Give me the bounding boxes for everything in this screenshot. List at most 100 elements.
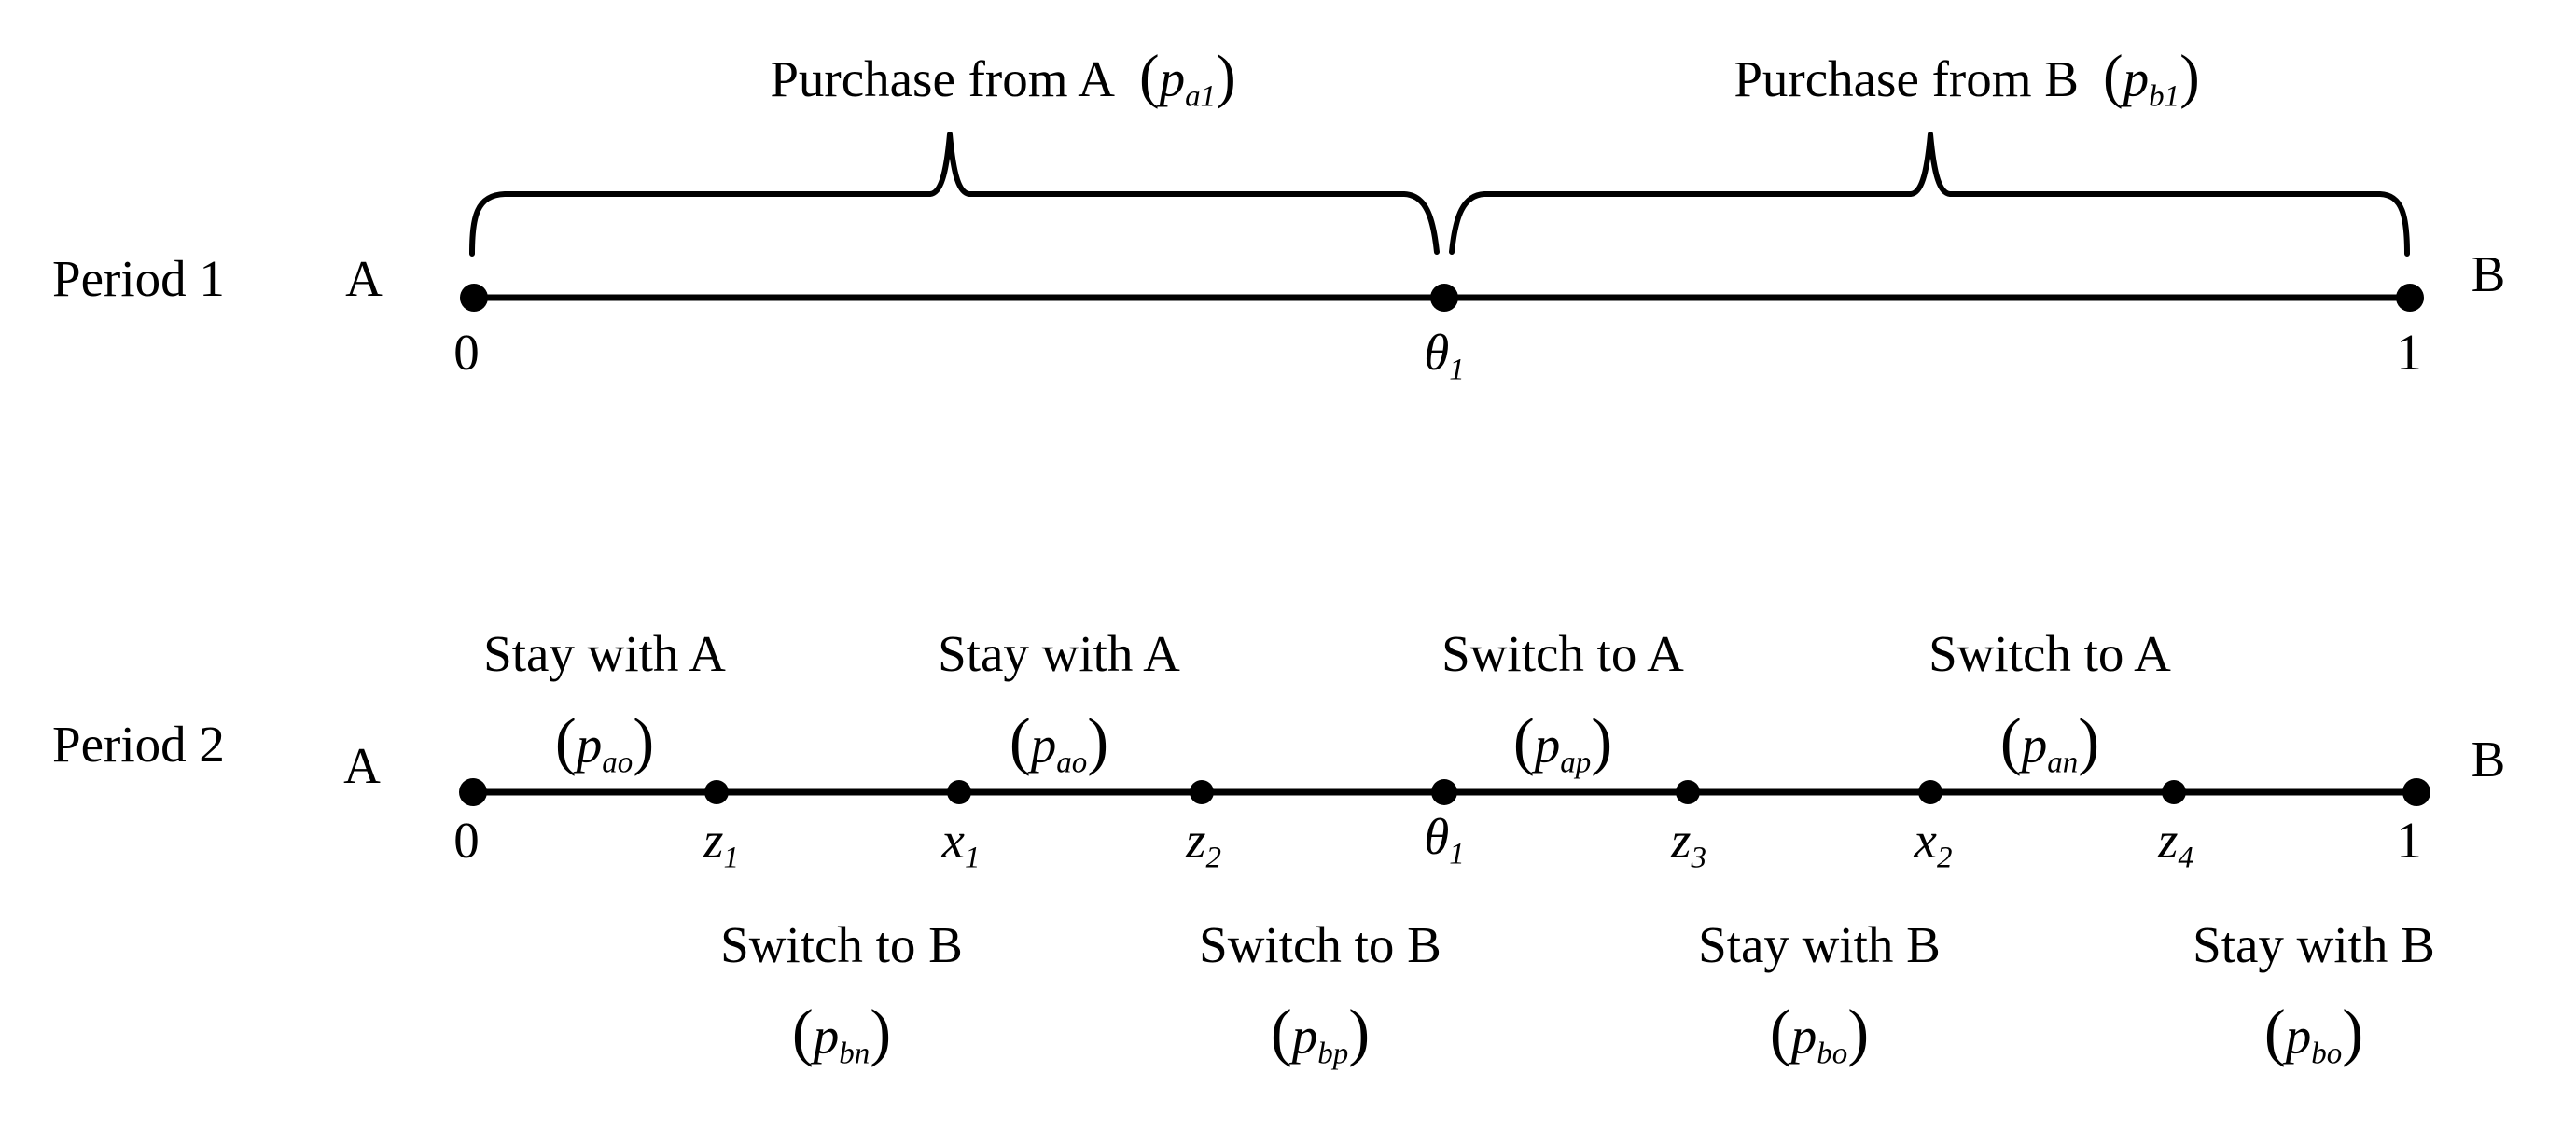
period1-purchase-from-a-label: Purchase from A (pa1) — [770, 41, 1235, 116]
open-paren: ( — [791, 996, 814, 1067]
price-var: p — [1159, 50, 1186, 107]
close-paren: ) — [870, 996, 892, 1067]
period1-purchase-from-b-label: Purchase from B(pb1) — [1734, 41, 2199, 116]
period2-point-z1 — [704, 780, 729, 804]
tick-var: θ — [1424, 324, 1450, 381]
open-paren: ( — [1512, 704, 1535, 776]
tick-subscript: 4 — [2178, 841, 2193, 875]
period2-tick-theta1: θ1 — [1424, 806, 1465, 873]
close-paren: ) — [633, 704, 655, 776]
open-paren: ( — [1769, 996, 1791, 1067]
tick-subscript: 1 — [1449, 353, 1465, 387]
open-paren: ( — [2263, 996, 2286, 1067]
price-subscript: ao — [602, 746, 634, 780]
price-subscript: bo — [2311, 1037, 2343, 1071]
label-text: Purchase from B — [1734, 50, 2079, 107]
period2-region-switch-b-1: Switch to B (pbn) — [720, 907, 963, 1080]
price-pao: (pao) — [1010, 705, 1108, 780]
tick-subscript: 2 — [1205, 841, 1221, 875]
close-paren: ) — [1847, 996, 1870, 1067]
period1-tick-1: 1 — [2396, 322, 2422, 389]
period1-firm-b-label: B — [2471, 245, 2506, 302]
period2-point-z2 — [1190, 780, 1214, 804]
price-subscript: bo — [1817, 1037, 1848, 1071]
period2-region-switch-a-1: Switch to A (pap) — [1441, 616, 1684, 789]
open-paren: ( — [2102, 43, 2123, 110]
period2-point-x1 — [947, 780, 971, 804]
period2-point-theta1 — [1431, 779, 1457, 805]
period2-region-stay-b-2: Stay with B (pbo) — [2193, 907, 2435, 1080]
period2-point-z4 — [2162, 780, 2186, 804]
tick-var: θ — [1424, 808, 1450, 865]
price-subscript: an — [2047, 746, 2079, 780]
close-paren: ) — [1216, 43, 1236, 110]
price-pbo: (pbo) — [1770, 997, 1869, 1071]
tick-var: z — [703, 812, 724, 869]
price-var: p — [1534, 716, 1561, 774]
period2-region-stay-b-1: Stay with B (pbo) — [1698, 907, 1941, 1080]
tick-var: z — [1186, 812, 1206, 869]
tick-var: 1 — [2396, 324, 2422, 381]
region-text: Stay with A — [483, 625, 726, 682]
region-text: Stay with A — [938, 625, 1180, 682]
price-pa1: (pa1) — [1139, 43, 1236, 114]
period1-tick-theta1: θ1 — [1424, 322, 1465, 389]
period2-point-z3 — [1676, 780, 1700, 804]
price-var: p — [813, 1007, 840, 1065]
tick-var: 0 — [453, 324, 480, 381]
close-paren: ) — [2179, 43, 2200, 110]
tick-var: 1 — [2396, 812, 2422, 869]
period1-firm-a-label: A — [345, 250, 383, 307]
tick-var: z — [1671, 812, 1692, 869]
price-pao: (pao) — [555, 705, 654, 780]
price-pbo: (pbo) — [2264, 997, 2363, 1071]
period1-point-1 — [2396, 284, 2424, 312]
period1-brace-purchase-from-b — [1449, 132, 2410, 257]
period2-region-stay-a-1: Stay with A (pao) — [483, 616, 726, 789]
period2-firm-b-label: B — [2471, 731, 2506, 788]
period1-point-theta1 — [1430, 284, 1458, 312]
close-paren: ) — [1348, 996, 1371, 1067]
price-var: p — [2021, 716, 2048, 774]
tick-subscript: 2 — [1936, 841, 1953, 875]
price-subscript: ao — [1056, 746, 1088, 780]
price-var: p — [1291, 1007, 1318, 1065]
price-var: p — [576, 716, 603, 774]
period1-point-0 — [460, 284, 488, 312]
tick-subscript: 1 — [1449, 837, 1465, 871]
price-var: p — [2285, 1007, 2312, 1065]
price-subscript: a1 — [1185, 79, 1217, 114]
period1-row-label: Period 1 — [52, 250, 225, 307]
region-text: Stay with B — [2193, 916, 2435, 973]
close-paren: ) — [2078, 704, 2100, 776]
price-pan: (pan) — [2000, 705, 2099, 780]
close-paren: ) — [1591, 704, 1613, 776]
period2-tick-z2: z2 — [1186, 810, 1221, 877]
region-text: Stay with B — [1698, 916, 1941, 973]
price-subscript: ap — [1560, 746, 1592, 780]
open-paren: ( — [1270, 996, 1292, 1067]
period2-region-switch-b-2: Switch to B (pbp) — [1199, 907, 1441, 1080]
price-var: p — [1030, 716, 1057, 774]
period2-row-label: Period 2 — [52, 716, 225, 773]
tick-var: x — [1914, 812, 1937, 869]
region-text: Switch to B — [720, 916, 963, 973]
region-text: Switch to A — [1441, 625, 1684, 682]
open-paren: ( — [1009, 704, 1031, 776]
tick-subscript: 1 — [723, 841, 739, 875]
price-var: p — [2123, 50, 2150, 107]
price-subscript: bp — [1317, 1037, 1349, 1071]
period2-tick-z4: z4 — [2158, 810, 2193, 877]
region-text: Switch to B — [1199, 916, 1441, 973]
close-paren: ) — [1087, 704, 1109, 776]
price-pbp: (pbp) — [1271, 997, 1370, 1071]
open-paren: ( — [1999, 704, 2022, 776]
price-pap: (pap) — [1513, 705, 1612, 780]
tick-subscript: 1 — [964, 841, 981, 875]
region-text: Switch to A — [1929, 625, 2171, 682]
period2-tick-1: 1 — [2396, 810, 2422, 877]
close-paren: ) — [2342, 996, 2364, 1067]
label-text: Purchase from A — [770, 50, 1115, 107]
